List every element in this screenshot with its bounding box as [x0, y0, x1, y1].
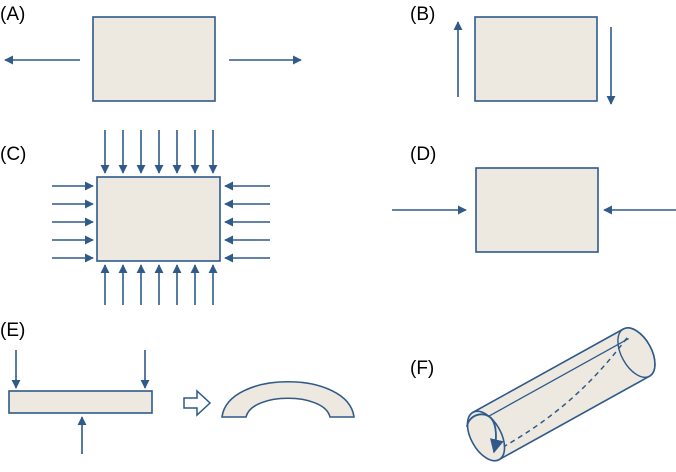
panel-c-label: (C): [0, 144, 26, 165]
panel-f-torsion: (F): [410, 327, 656, 462]
panel-f-surface-line: [477, 338, 629, 423]
panel-f-label: (F): [410, 358, 434, 379]
panel-c-arrows-top: [100, 130, 218, 174]
panel-b-label: (B): [410, 4, 435, 25]
panel-f-cylinder: [466, 327, 656, 462]
panel-b-shear: (B): [410, 4, 616, 105]
panel-a-tension: (A): [0, 4, 302, 102]
panel-e-transform-arrow: [183, 389, 212, 417]
panel-c-arrows-bottom: [100, 264, 218, 305]
panel-c-arrows-right: [224, 181, 270, 263]
panel-e-bent-beam: [221, 381, 355, 418]
panel-f-twisted-line: [494, 336, 629, 453]
panel-e-bending: (E): [0, 320, 355, 454]
panel-f-rotation-arrow: [466, 413, 504, 454]
panel-c-arrows-left: [52, 181, 94, 263]
panel-d-block: [475, 167, 599, 253]
panel-e-label: (E): [0, 320, 25, 341]
panel-f-far-end-edge: [617, 327, 656, 379]
panel-a-label: (A): [0, 4, 25, 25]
panel-e-beam: [8, 390, 153, 414]
panel-d-label: (D): [410, 144, 436, 165]
panel-a-block: [92, 16, 216, 102]
panel-c-block: [96, 176, 221, 262]
panel-d-compression: (D): [392, 144, 676, 253]
panel-b-block: [474, 16, 598, 102]
panel-c-confining-pressure: (C): [0, 130, 270, 305]
